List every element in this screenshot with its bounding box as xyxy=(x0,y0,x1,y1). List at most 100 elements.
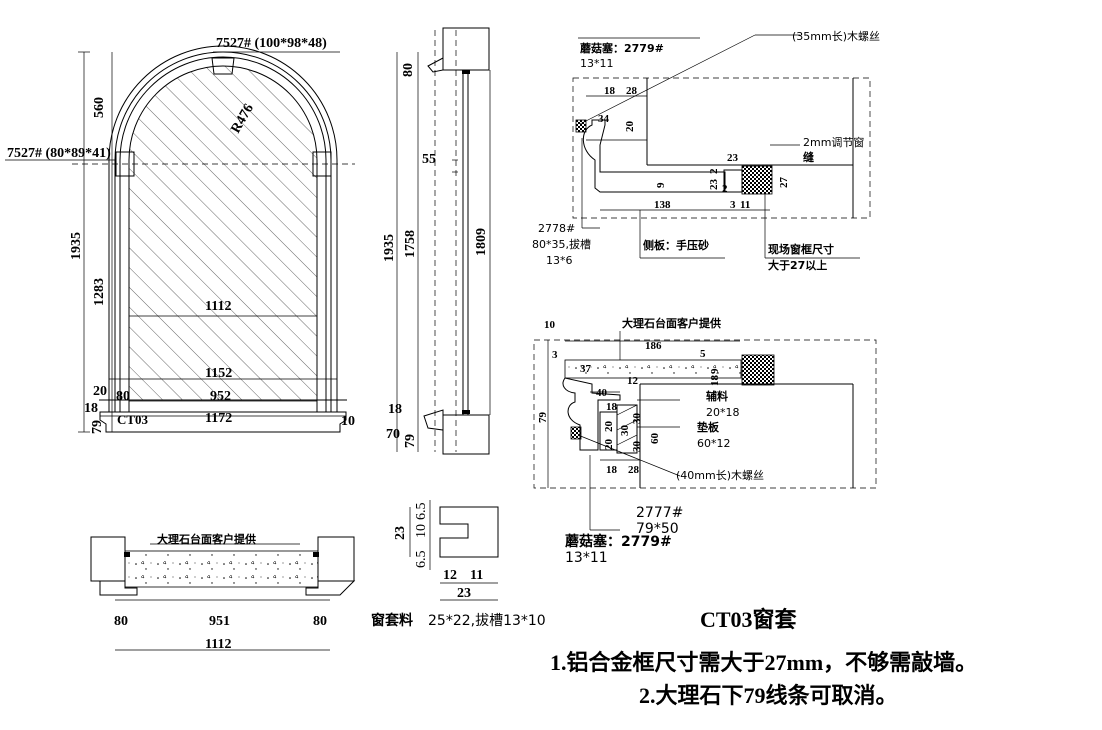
top-dim-18: 18 xyxy=(604,85,616,97)
note-1: 1.铝合金框尺寸需大于27mm，不够需敲墙。 xyxy=(550,650,978,675)
mid-dim-10: 10 xyxy=(544,319,556,331)
frame-note: 现场窗框尺寸 xyxy=(768,242,834,256)
top-dim-28: 28 xyxy=(626,85,638,97)
top-dim-20: 20 xyxy=(624,121,636,133)
dim-80: 80 xyxy=(116,389,130,404)
top-dim-27: 27 xyxy=(778,177,790,189)
sec-dim-55: 55 xyxy=(422,152,436,167)
gap-label: 2mm调节窗 xyxy=(803,135,864,149)
dim-1283: 1283 xyxy=(92,278,107,306)
dim-1112: 1112 xyxy=(205,299,231,314)
part-2778-label: 2778# xyxy=(538,222,575,235)
dim-1152: 1152 xyxy=(205,366,232,381)
mid-screw-label: (40mm长)木螺丝 xyxy=(676,469,764,482)
top-dim-138: 138 xyxy=(654,199,671,211)
dim-79: 79 xyxy=(90,420,105,434)
sec-dim-1809: 1809 xyxy=(474,228,489,256)
prof-dim-23: 23 xyxy=(393,526,408,540)
top-dim-3: 3 xyxy=(730,199,736,211)
dim-10: 10 xyxy=(341,414,355,429)
sec-dim-70: 70 xyxy=(386,427,400,442)
drawing-title: CT03窗套 xyxy=(700,607,797,632)
top-screw-label: (35mm长)木螺丝 xyxy=(792,30,880,43)
top-dim-2a: 2 xyxy=(708,168,720,174)
plan-dim-80b: 80 xyxy=(313,614,327,629)
plan-dim-951: 951 xyxy=(209,614,230,629)
mid-dim-20: 20 xyxy=(603,421,615,433)
sec-dim-79: 79 xyxy=(403,434,418,448)
sec-dim-80: 80 xyxy=(401,63,416,77)
mid-dim-20b: 20 xyxy=(603,439,615,451)
part-2777-label: 2777# xyxy=(636,505,683,521)
top-plug-label: 蘑菇塞：2779# xyxy=(580,41,664,55)
mid-dim-18b: 18 xyxy=(606,401,618,413)
mid-dim-12: 12 xyxy=(627,375,639,387)
top-dim-23: 23 xyxy=(727,152,739,164)
profile-label: 窗套料 xyxy=(371,612,413,629)
dim-1172: 1172 xyxy=(205,411,232,426)
plan-marble-note: 大理石台面客户提供 xyxy=(157,532,256,546)
mid-dim-37: 37 xyxy=(580,363,592,375)
note-2: 2.大理石下79线条可取消。 xyxy=(639,683,898,708)
mid-marble-note: 大理石台面客户提供 xyxy=(622,316,721,330)
mid-dim-30b: 30 xyxy=(631,441,643,453)
top-plug-size: 13*11 xyxy=(580,57,614,70)
top-dim-9: 9 xyxy=(655,182,667,188)
mid-dim-5: 5 xyxy=(700,348,706,360)
pad-size: 60*12 xyxy=(697,437,731,450)
frame-note-2: 大于27以上 xyxy=(768,258,827,272)
top-dim-11: 11 xyxy=(740,199,750,211)
gap-label-2: 缝 xyxy=(803,150,814,164)
plan-view xyxy=(90,536,356,651)
detail-top xyxy=(572,34,871,259)
mid-dim-79: 79 xyxy=(537,412,549,424)
pad-label: 垫板 xyxy=(697,420,720,434)
dim-18: 18 xyxy=(84,401,98,416)
mid-dim-186: 186 xyxy=(645,340,662,352)
dim-20: 20 xyxy=(93,384,107,399)
top-dim-23b: 23 xyxy=(708,179,720,191)
aux-label: 辅料 xyxy=(706,389,728,403)
plan-dim-1112: 1112 xyxy=(205,637,231,652)
top-dim-34: 34 xyxy=(598,113,610,125)
mid-dim-30: 30 xyxy=(631,413,643,425)
mid-dim-28: 28 xyxy=(628,464,640,476)
mid-dim-18: 18 xyxy=(709,375,721,387)
prof-dim-12: 12 xyxy=(443,568,457,583)
dim-1935: 1935 xyxy=(69,232,84,260)
mid-dim-9: 9 xyxy=(709,368,721,374)
mid-dim-60: 60 xyxy=(649,433,661,445)
dim-560: 560 xyxy=(92,97,107,118)
side-block-label: 7527# (80*89*41) xyxy=(7,146,111,161)
mid-dim-18c: 18 xyxy=(606,464,618,476)
sec-dim-1935: 1935 xyxy=(382,234,397,262)
plan-dim-80a: 80 xyxy=(114,614,128,629)
prof-dim-6-5a: 6.5 xyxy=(414,503,429,521)
mid-plug-label: 蘑菇塞：2779# xyxy=(565,533,672,550)
aux-size: 20*18 xyxy=(706,406,740,419)
mid-dim-3: 3 xyxy=(552,349,558,361)
part-2777-size: 79*50 xyxy=(636,521,679,537)
sec-dim-1758: 1758 xyxy=(403,230,418,258)
prof-dim-23b: 23 xyxy=(457,586,471,601)
profile-size: 25*22,拔槽13*10 xyxy=(428,613,546,629)
prof-dim-11: 11 xyxy=(470,568,483,583)
part-2778-groove: 13*6 xyxy=(546,254,573,267)
profile-section xyxy=(409,500,499,601)
detail-middle xyxy=(533,331,877,531)
ct03-tag: CT03 xyxy=(117,412,149,427)
sec-dim-18: 18 xyxy=(388,402,402,417)
mid-plug-size: 13*11 xyxy=(565,550,608,566)
keystone-label: 7527# (100*98*48) xyxy=(216,36,327,51)
window-elevation xyxy=(5,45,355,433)
dim-952: 952 xyxy=(210,389,231,404)
mid-dim-40: 40 xyxy=(596,387,608,399)
part-2778-size: 80*35,拔槽 xyxy=(532,237,591,251)
top-dim-2b: 2 xyxy=(722,183,728,195)
window-section xyxy=(396,27,491,455)
side-board-note: 侧板：手压砂 xyxy=(643,238,709,252)
prof-dim-10: 10 xyxy=(414,524,429,538)
prof-dim-6-5b: 6.5 xyxy=(414,551,429,569)
mid-dim-30c: 30 xyxy=(619,425,631,437)
